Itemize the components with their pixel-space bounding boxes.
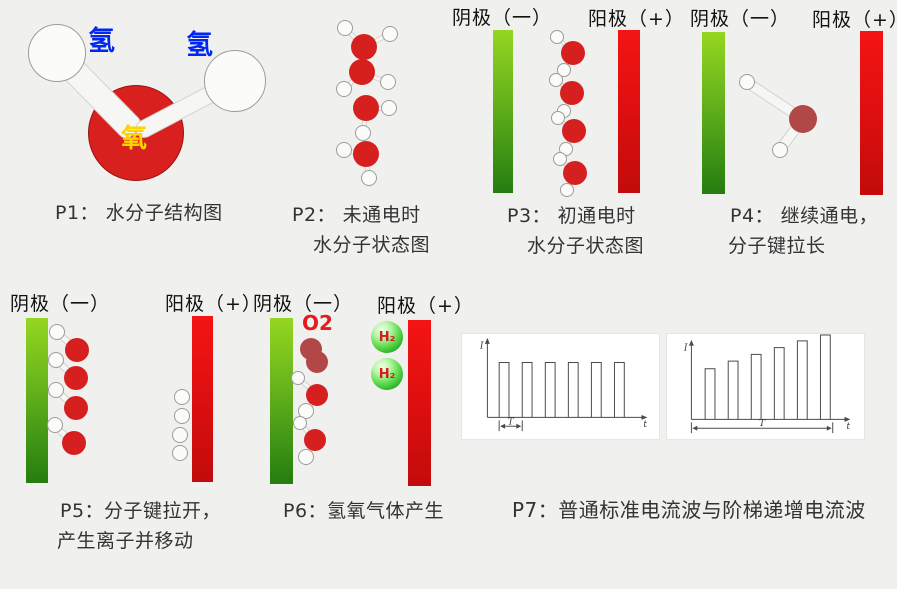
hydrogen-atom — [48, 382, 64, 398]
p3-cathode-label: 阴极（一） — [452, 7, 553, 29]
oxygen-atom — [353, 95, 379, 121]
oxygen-atom — [64, 396, 88, 420]
p6-cathode-label: 阴极（一） — [253, 293, 354, 315]
svg-text:t: t — [643, 420, 647, 430]
p5-caption-line1: P5：分子键拉开， — [60, 500, 222, 522]
anode-electrode-bar — [860, 31, 883, 195]
hydrogen-atom — [381, 100, 397, 116]
hydrogen-atom — [291, 371, 305, 385]
hydrogen-atom — [382, 26, 398, 42]
oxygen-atom — [62, 431, 86, 455]
cathode-electrode-bar — [26, 318, 48, 483]
hydrogen-ion — [174, 389, 190, 405]
hydrogen-atom — [380, 74, 396, 90]
hydrogen-ion — [172, 427, 188, 443]
hydrogen-atom — [49, 324, 65, 340]
hydrogen-atom — [550, 30, 564, 44]
hydrogen-ion — [174, 408, 190, 424]
oxygen-atom — [351, 34, 377, 60]
step-increasing-current-wave-chart: It T — [683, 334, 850, 434]
hydrogen-atom — [355, 125, 371, 141]
hydrogen-atom — [560, 183, 574, 197]
p4-anode-label: 阳极（+） — [812, 9, 897, 31]
svg-text:I: I — [683, 344, 688, 354]
hydrogen-atom — [557, 63, 571, 77]
p5-cathode-label: 阴极（一） — [10, 293, 111, 315]
hydrogen-atom — [337, 20, 353, 36]
p6-caption: P6：氢氧气体产生 — [283, 500, 445, 522]
hydrogen-atom — [48, 352, 64, 368]
oxygen-atom — [349, 59, 375, 85]
hydrogen-ion — [172, 445, 188, 461]
p5-anode-label: 阳极（+） — [165, 293, 262, 315]
hydrogen-label: 氢 — [88, 26, 115, 57]
oxygen-atom — [563, 161, 587, 185]
hydrogen-atom — [549, 73, 563, 87]
hydrogen-gas-bubble: H₂ — [371, 321, 403, 353]
p4-caption-line2: 分子键拉长 — [728, 235, 826, 257]
oxygen-label: 氧 — [121, 124, 148, 154]
hydrogen-atom-large — [204, 50, 266, 112]
hydrogen-label: 氢 — [186, 30, 213, 61]
anode-electrode-bar — [408, 320, 431, 486]
standard-current-wave-chart: It T — [479, 337, 647, 432]
svg-text:I: I — [479, 342, 484, 352]
oxygen-atom — [560, 81, 584, 105]
cathode-electrode-bar — [270, 318, 293, 484]
hydrogen-gas-label: H₂ — [378, 366, 396, 382]
hydrogen-atom — [739, 74, 755, 90]
oxygen-atom — [561, 41, 585, 65]
p3-anode-label: 阳极（+） — [588, 8, 685, 30]
p1-caption: P1： 水分子结构图 — [55, 202, 223, 224]
hydrogen-gas-bubble: H₂ — [371, 358, 403, 390]
oxygen-atom — [562, 119, 586, 143]
hydrogen-atom — [47, 417, 63, 433]
oxygen-atom — [789, 105, 817, 133]
oxygen-gas-label: O2 — [302, 311, 333, 335]
hydrogen-atom — [551, 111, 565, 125]
oxygen-atom — [64, 366, 88, 390]
hydrogen-atom — [293, 416, 307, 430]
p6-anode-label: 阳极（+） — [377, 295, 474, 317]
anode-electrode-bar — [192, 316, 213, 482]
oxygen-atom — [353, 141, 379, 167]
p4-caption-line1: P4： 继续通电， — [730, 205, 879, 227]
hydrogen-atom — [298, 449, 314, 465]
p3-caption-line1: P3： 初通电时 — [507, 205, 636, 227]
p7-caption: P7：普通标准电流波与阶梯递增电流波 — [512, 498, 866, 522]
hydrogen-atom — [336, 81, 352, 97]
svg-text:T: T — [759, 419, 766, 429]
p4-cathode-label: 阴极（一） — [690, 8, 791, 30]
p5-caption-line2: 产生离子并移动 — [57, 530, 194, 552]
cathode-electrode-bar — [493, 30, 513, 193]
oxygen-atom — [306, 384, 328, 406]
cathode-electrode-bar — [702, 32, 725, 194]
anode-electrode-bar — [618, 30, 640, 193]
hydrogen-atom — [336, 142, 352, 158]
hydrogen-atom — [361, 170, 377, 186]
hydrogen-atom-large — [28, 24, 86, 82]
hydrogen-gas-label: H₂ — [378, 329, 396, 345]
p2-caption-line1: P2： 未通电时 — [292, 204, 421, 226]
svg-text:t: t — [846, 422, 850, 432]
hydrogen-atom — [553, 152, 567, 166]
svg-text:T: T — [508, 417, 515, 427]
oxygen-molecule-atom — [306, 351, 328, 373]
oxygen-atom — [65, 338, 89, 362]
p3-caption-line2: 水分子状态图 — [527, 235, 645, 257]
oxygen-atom — [304, 429, 326, 451]
p2-caption-line2: 水分子状态图 — [313, 234, 431, 256]
hydrogen-atom — [772, 142, 788, 158]
